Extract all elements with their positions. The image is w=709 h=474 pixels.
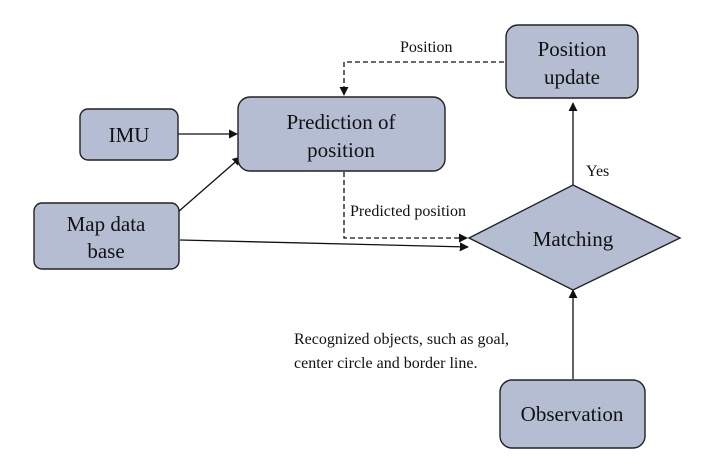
- node-map-database: Map data base: [33, 202, 180, 270]
- node-position-update-line2: update: [544, 65, 600, 89]
- edge-label-recognized-line1: Recognized objects, such as goal,: [294, 331, 509, 348]
- node-prediction-line2: position: [307, 138, 375, 162]
- edge-label-recognized-line2: center circle and border line.: [294, 355, 477, 372]
- node-position-update: Position update: [505, 24, 639, 99]
- node-observation: Observation: [499, 379, 646, 449]
- node-position-update-line1: Position: [538, 37, 607, 61]
- edge-map-to-prediction: [177, 156, 242, 213]
- edge-label-position: Position: [400, 39, 452, 56]
- node-imu-label: IMU: [109, 123, 150, 147]
- node-matching-label: Matching: [533, 227, 614, 251]
- node-observation-label: Observation: [521, 402, 624, 426]
- node-map-database-line2: base: [87, 239, 124, 263]
- edge-prediction-to-matching: [343, 172, 468, 243]
- edge-label-predicted-position: Predicted position: [350, 203, 466, 220]
- node-prediction-line1: Prediction of: [286, 110, 395, 134]
- node-imu: IMU: [79, 108, 179, 161]
- node-prediction: Prediction of position: [237, 96, 446, 172]
- edge-label-yes: Yes: [586, 163, 609, 180]
- node-matching: Matching: [467, 184, 682, 291]
- edge-map-to-matching: [179, 239, 469, 252]
- edge-update-to-prediction: [339, 61, 504, 96]
- node-map-database-line1: Map data: [67, 212, 146, 236]
